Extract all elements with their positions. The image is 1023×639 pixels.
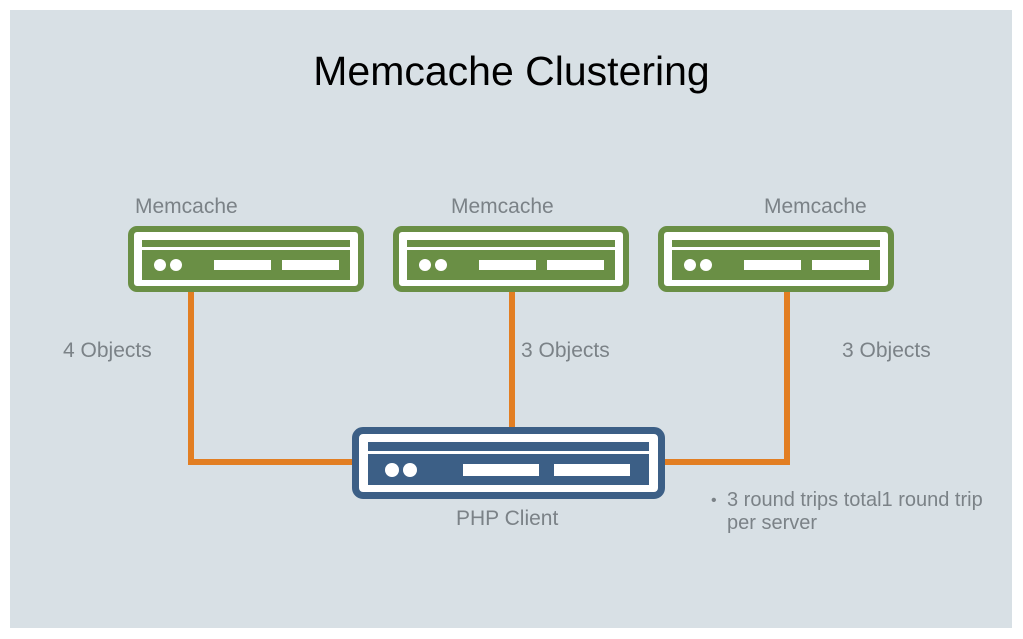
php-client-server xyxy=(352,427,665,499)
led-indicator xyxy=(700,259,712,271)
drive-slot xyxy=(214,260,271,270)
connector-server-2-vertical xyxy=(509,290,515,430)
server-panel xyxy=(672,250,880,280)
server-1-objects-label: 4 Objects xyxy=(63,339,152,362)
led-indicator xyxy=(170,259,182,271)
memcache-server-3 xyxy=(658,226,894,292)
server-3-label: Memcache xyxy=(764,195,867,218)
server-icon xyxy=(672,240,880,247)
led-indicator xyxy=(403,463,417,477)
drive-slot xyxy=(282,260,339,270)
server-3-objects-label: 3 Objects xyxy=(842,339,931,362)
drive-slot xyxy=(554,464,630,476)
server-panel xyxy=(368,454,649,485)
connector-server-1-vertical xyxy=(188,290,194,465)
led-indicator xyxy=(419,259,431,271)
connector-server-1-horizontal xyxy=(188,459,356,465)
php-client-label: PHP Client xyxy=(456,507,559,530)
bullet-icon: • xyxy=(711,492,717,509)
server-2-label: Memcache xyxy=(451,195,554,218)
drive-slot xyxy=(812,260,869,270)
server-2-objects-label: 3 Objects xyxy=(521,339,610,362)
server-1-label: Memcache xyxy=(135,195,238,218)
led-indicator xyxy=(385,463,399,477)
led-indicator xyxy=(684,259,696,271)
led-indicator xyxy=(154,259,166,271)
connector-server-3-vertical xyxy=(784,290,790,465)
memcache-server-2 xyxy=(393,226,629,292)
diagram-title: Memcache Clustering xyxy=(313,48,710,94)
round-trips-note: 3 round trips total1 round trip per serv… xyxy=(727,489,983,534)
led-indicator xyxy=(435,259,447,271)
drive-slot xyxy=(463,464,539,476)
server-icon xyxy=(407,240,615,247)
server-icon xyxy=(368,442,649,451)
server-icon xyxy=(142,240,350,247)
memcache-server-1 xyxy=(128,226,364,292)
connector-server-3-horizontal xyxy=(662,459,790,465)
server-panel xyxy=(407,250,615,280)
server-panel xyxy=(142,250,350,280)
drive-slot xyxy=(547,260,604,270)
drive-slot xyxy=(744,260,801,270)
drive-slot xyxy=(479,260,536,270)
